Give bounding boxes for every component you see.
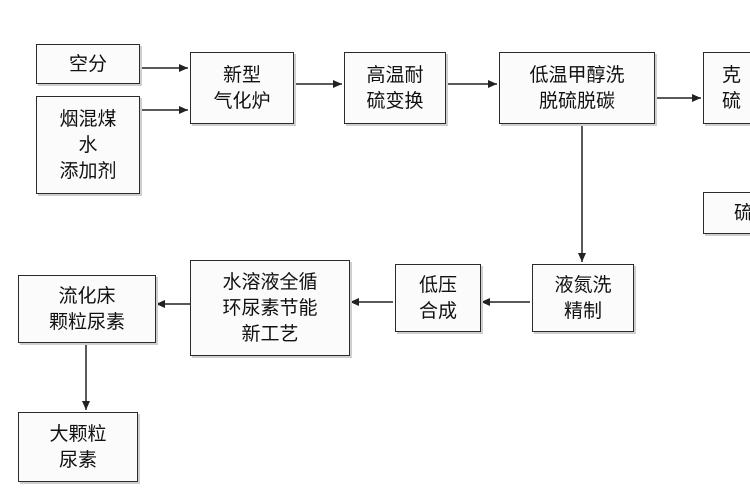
node-gasifier-line2: 气化炉 (213, 90, 271, 112)
node-air-separation: 空分 (36, 44, 140, 84)
node-coal-water-additive: 烟混煤 水 添加剂 (36, 96, 140, 194)
node-sulfur-partial: 硫 (703, 192, 750, 234)
node-claus-line2: 硫 (722, 90, 742, 112)
node-coal-water-line2: 水 (78, 134, 98, 156)
node-rectisol-line1: 低温甲醇洗 (529, 64, 625, 86)
node-urea-process-line2: 环尿素节能 (222, 297, 318, 319)
node-rectisol-line2: 脱硫脱碳 (538, 90, 615, 112)
node-coal-water-line1: 烟混煤 (59, 108, 117, 130)
node-n2-wash: 液氮洗 精制 (532, 264, 634, 332)
node-fluidized-bed-line1: 流化床 (58, 285, 116, 307)
node-ht-shift-line1: 高温耐 (366, 64, 424, 86)
node-ht-shift-line2: 硫变换 (366, 90, 424, 112)
node-granular-urea: 大颗粒 尿素 (18, 412, 138, 482)
node-air-separation-label: 空分 (68, 53, 107, 75)
node-fluidized-bed-line2: 颗粒尿素 (48, 311, 125, 333)
node-n2-wash-line1: 液氮洗 (554, 274, 612, 296)
node-lp-synthesis-line2: 合成 (418, 300, 457, 322)
node-gasifier-line1: 新型 (222, 64, 261, 86)
node-lp-synthesis-line1: 低压 (418, 274, 457, 296)
node-claus-line1: 克 (722, 64, 742, 86)
node-coal-water-line3: 添加剂 (59, 160, 117, 182)
node-rectisol: 低温甲醇洗 脱硫脱碳 (499, 52, 655, 124)
node-fluidized-bed-urea: 流化床 颗粒尿素 (18, 275, 156, 343)
node-lp-synthesis: 低压 合成 (395, 264, 481, 332)
node-granular-urea-line2: 尿素 (58, 449, 97, 471)
node-n2-wash-line2: 精制 (563, 300, 602, 322)
node-sulfur-line1: 硫 (734, 202, 750, 224)
node-granular-urea-line1: 大颗粒 (49, 423, 107, 445)
node-urea-process-line3: 新工艺 (241, 323, 299, 345)
node-gasifier: 新型 气化炉 (190, 52, 294, 124)
node-ht-shift: 高温耐 硫变换 (344, 52, 446, 124)
node-claus-partial: 克 硫 (703, 52, 750, 124)
node-urea-process-line1: 水溶液全循 (222, 271, 318, 293)
node-urea-process: 水溶液全循 环尿素节能 新工艺 (190, 260, 350, 356)
